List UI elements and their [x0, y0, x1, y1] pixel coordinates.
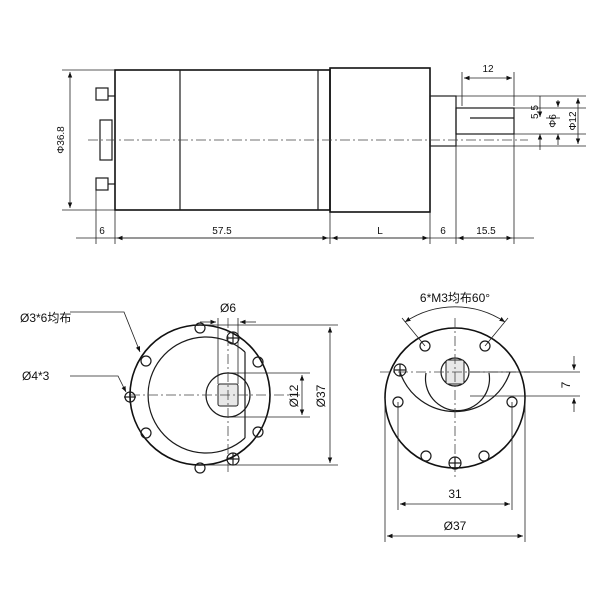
- mounting-holes: [124, 322, 264, 474]
- dim-front-flat: 7: [559, 381, 573, 388]
- label-holes-3x6: Ø3*6均布: [20, 311, 71, 325]
- dim-rear-shaft: Ø6: [220, 301, 236, 315]
- label-screws-m3: 6*M3均布60°: [420, 291, 490, 305]
- terminal-tabs: [95, 87, 115, 191]
- dim-shaft-diameter: Φ6: [548, 114, 559, 128]
- label-holes-4x3: Ø4*3: [22, 369, 50, 383]
- dim-shaft-total: 15.5: [476, 226, 496, 237]
- output-shaft: [455, 107, 515, 135]
- dim-body-diameter: Φ36.8: [56, 126, 67, 154]
- dim-terminal: 6: [99, 226, 105, 237]
- dim-flat: 5.5: [530, 105, 541, 119]
- dim-boss-diameter: Φ12: [568, 111, 579, 131]
- dim-gearbox-length: L: [377, 226, 383, 237]
- dim-shaft-length: 12: [482, 64, 494, 75]
- rear-view: Ø3*6均布 Ø4*3 Ø6 Ø12 Ø37: [20, 301, 338, 474]
- dim-rear-boss: Ø12: [287, 384, 301, 407]
- boss: [429, 95, 457, 147]
- front-view: 6*M3均布60° 7 31 Ø37: [380, 291, 580, 542]
- dim-boss-length: 6: [440, 226, 446, 237]
- dim-rear-body: Ø37: [314, 384, 328, 407]
- dim-front-pcd: 31: [448, 487, 462, 501]
- side-view: Φ36.8 12 5.5 Φ6 Φ12 6 57.5 L 6: [56, 64, 586, 244]
- dim-front-body: Ø37: [444, 519, 467, 533]
- dim-motor-length: 57.5: [212, 226, 232, 237]
